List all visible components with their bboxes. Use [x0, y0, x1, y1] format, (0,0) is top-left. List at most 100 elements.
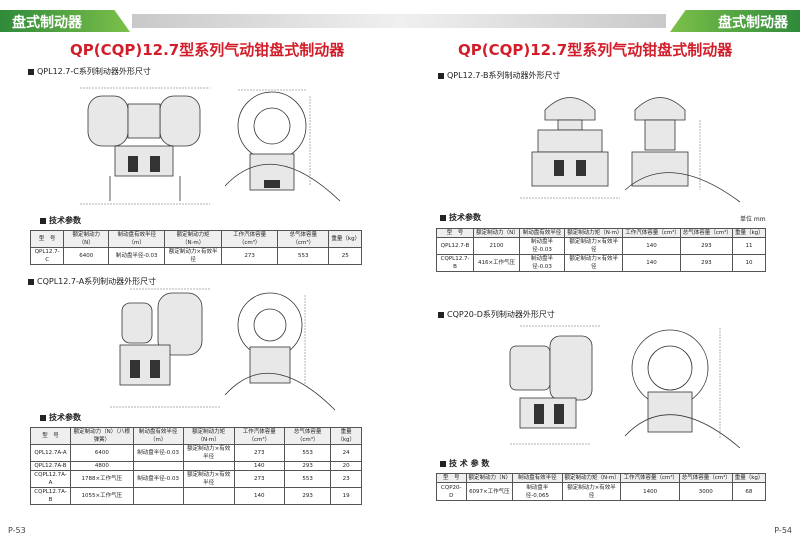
t3-h4: 工作汽体容量（cm³）: [622, 228, 681, 238]
table-row: QPL12.7A-B 4800 140 293 20: [29, 461, 362, 471]
t2-h5: 总气体容量（cm³）: [283, 427, 332, 445]
t1-h4: 工作汽体容量（cm³）: [221, 230, 279, 248]
left-table1: 型 号 额定制动力（N） 制动盘有效半径（m） 额定制动力矩（N·m） 工作汽体…: [29, 230, 362, 265]
t1-h5: 总气体容量（cm³）: [277, 230, 330, 248]
cell: [132, 487, 184, 505]
t1-h1: 额定制动力（N）: [63, 230, 110, 248]
right-header-label: 盘式制动器: [718, 15, 788, 31]
left-table2: 型 号 额定制动力（N）（八根弹簧） 制动盘有效半径（m） 额定制动力矩（N·m…: [29, 427, 362, 505]
cell: 273: [233, 444, 285, 462]
t4-h4: 工作汽体容量（cm³）: [620, 473, 680, 483]
cell: 制动盘半径-0.03: [132, 470, 184, 488]
cell: [132, 461, 184, 471]
cell: 额定制动力×有效半径: [182, 470, 235, 488]
cell: 10: [731, 254, 767, 272]
left-page: 盘式制动器 QP(CQP)12.7型系列气动钳盘式制动器 QPL12.7-C系列…: [0, 0, 400, 546]
cell: CQPL12.7-B: [435, 254, 475, 272]
qpl-c-drawing: [80, 87, 341, 205]
t4-h5: 总气体容量（cm³）: [678, 473, 733, 483]
cell: 553: [283, 470, 332, 488]
table-row: CQPL12.7A-B 1055×工作气压 140 293 19: [29, 487, 362, 505]
t2-h4: 工作汽体容量（cm³）: [233, 427, 285, 445]
table-row: QPL12.7A-A 6400 制动盘半径-0.03 额定制动力×有效半径 27…: [29, 444, 362, 462]
cell: 制动盘半径-0.03: [108, 247, 166, 265]
qpl-b-drawing: [520, 97, 741, 203]
unit-label: 单位 mm: [740, 216, 766, 223]
cell: CQPL12.7A-B: [29, 487, 72, 505]
left-section2-title: CQPL12.7-A系列制动器外形尺寸: [28, 276, 156, 287]
cell: 制动盘半径-0.03: [132, 444, 184, 462]
table-row: CQP20-D 6097×工作气压 制动盘半径-0.065 额定制动力×有效半径…: [436, 482, 767, 501]
cell: 293: [283, 461, 332, 471]
cell: [182, 461, 235, 471]
left-header-bar: [132, 14, 400, 28]
left-header-label: 盘式制动器: [12, 15, 82, 31]
right-table1: 型 号 额定制动力（N） 制动盘有效半径 额定制动力矩（N·m） 工作汽体容量（…: [435, 228, 767, 272]
cell: QPL12.7A-B: [29, 461, 72, 471]
left-page-title: QP(CQP)12.7型系列气动钳盘式制动器: [70, 41, 345, 59]
cell: 19: [330, 487, 362, 505]
cell: 273: [221, 247, 279, 265]
cell: 273: [233, 470, 285, 488]
cell: [182, 487, 235, 505]
cell: 553: [277, 247, 330, 265]
t1-h3: 额定制动力矩（N·m）: [164, 230, 223, 248]
t3-h6: 重量（kg）: [731, 228, 767, 238]
table-row: CQPL12.7A-A 1788×工作气压 制动盘半径-0.03 额定制动力×有…: [29, 470, 362, 488]
right-header-band: 盘式制动器: [670, 10, 800, 32]
cell: 制动盘半径-0.03: [518, 254, 566, 272]
cell: 25: [328, 247, 362, 265]
cell: 1788×工作气压: [70, 470, 134, 488]
cell: 416×工作气压: [473, 254, 520, 272]
left-page-number: P-53: [8, 526, 26, 535]
cell: 制动盘半径-0.03: [518, 237, 566, 255]
cell: CQP20-D: [436, 482, 467, 501]
cell: QPL12.7-B: [435, 237, 475, 255]
cell: 3000: [678, 482, 733, 501]
right-tech2-title: 技 术 参 数: [440, 458, 489, 469]
cell: 1400: [620, 482, 680, 501]
cell: CQPL12.7A-A: [29, 470, 72, 488]
cell: 140: [622, 254, 681, 272]
cell: 6400: [70, 444, 134, 462]
cell: 6097×工作气压: [465, 482, 514, 501]
cell: 1055×工作气压: [70, 487, 134, 505]
right-page: 盘式制动器 QP(CQP)12.7型系列气动钳盘式制动器 QPL12.7-B系列…: [400, 0, 800, 546]
cell: 制动盘半径-0.065: [512, 482, 563, 501]
cell: 140: [233, 461, 285, 471]
t4-h2: 制动盘有效半径: [512, 473, 563, 483]
table-row: QPL12.7-C 6400 制动盘半径-0.03 额定制动力×有效半径 273…: [29, 247, 362, 265]
cell: 293: [283, 487, 332, 505]
cell: 293: [679, 237, 733, 255]
cell: QPL12.7-C: [29, 247, 65, 265]
right-section2-title: CQP20-D系列制动器外形尺寸: [438, 309, 555, 320]
t4-h0: 型 号: [436, 473, 467, 483]
cell: 293: [679, 254, 733, 272]
cell: 140: [233, 487, 285, 505]
cell: 2100: [473, 237, 520, 255]
cqpl-a-drawing: [110, 288, 336, 411]
t2-h3: 额定制动力矩（N·m）: [182, 427, 235, 445]
cell: 20: [330, 461, 362, 471]
t1-h2: 制动盘有效半径（m）: [108, 230, 166, 248]
cell: 额定制动力×有效半径: [564, 237, 624, 255]
t3-h5: 总气体容量（cm³）: [679, 228, 733, 238]
cell: 553: [283, 444, 332, 462]
t4-h3: 额定制动力矩（N·m）: [561, 473, 622, 483]
t2-h0: 型 号: [29, 427, 72, 445]
left-section1-title: QPL12.7-C系列制动器外形尺寸: [28, 66, 151, 77]
t3-h1: 额定制动力（N）: [473, 228, 520, 238]
cell: 6400: [63, 247, 110, 265]
t2-h2: 制动盘有效半径（m）: [132, 427, 184, 445]
t4-h6: 重量（kg）: [731, 473, 767, 483]
cqp20-d-drawing: [509, 325, 741, 449]
t3-h2: 制动盘有效半径: [518, 228, 566, 238]
right-header-bar: [400, 14, 666, 28]
left-tech2-title: 技术参数: [40, 412, 81, 423]
cell: 额定制动力×有效半径: [564, 254, 624, 272]
table-row: CQPL12.7-B 416×工作气压 制动盘半径-0.03 额定制动力×有效半…: [435, 254, 767, 272]
cell: QPL12.7A-A: [29, 444, 72, 462]
cell: 额定制动力×有效半径: [164, 247, 223, 265]
right-page-title: QP(CQP)12.7型系列气动钳盘式制动器: [458, 41, 733, 59]
right-section1-title: QPL12.7-B系列制动器外形尺寸: [438, 70, 560, 81]
